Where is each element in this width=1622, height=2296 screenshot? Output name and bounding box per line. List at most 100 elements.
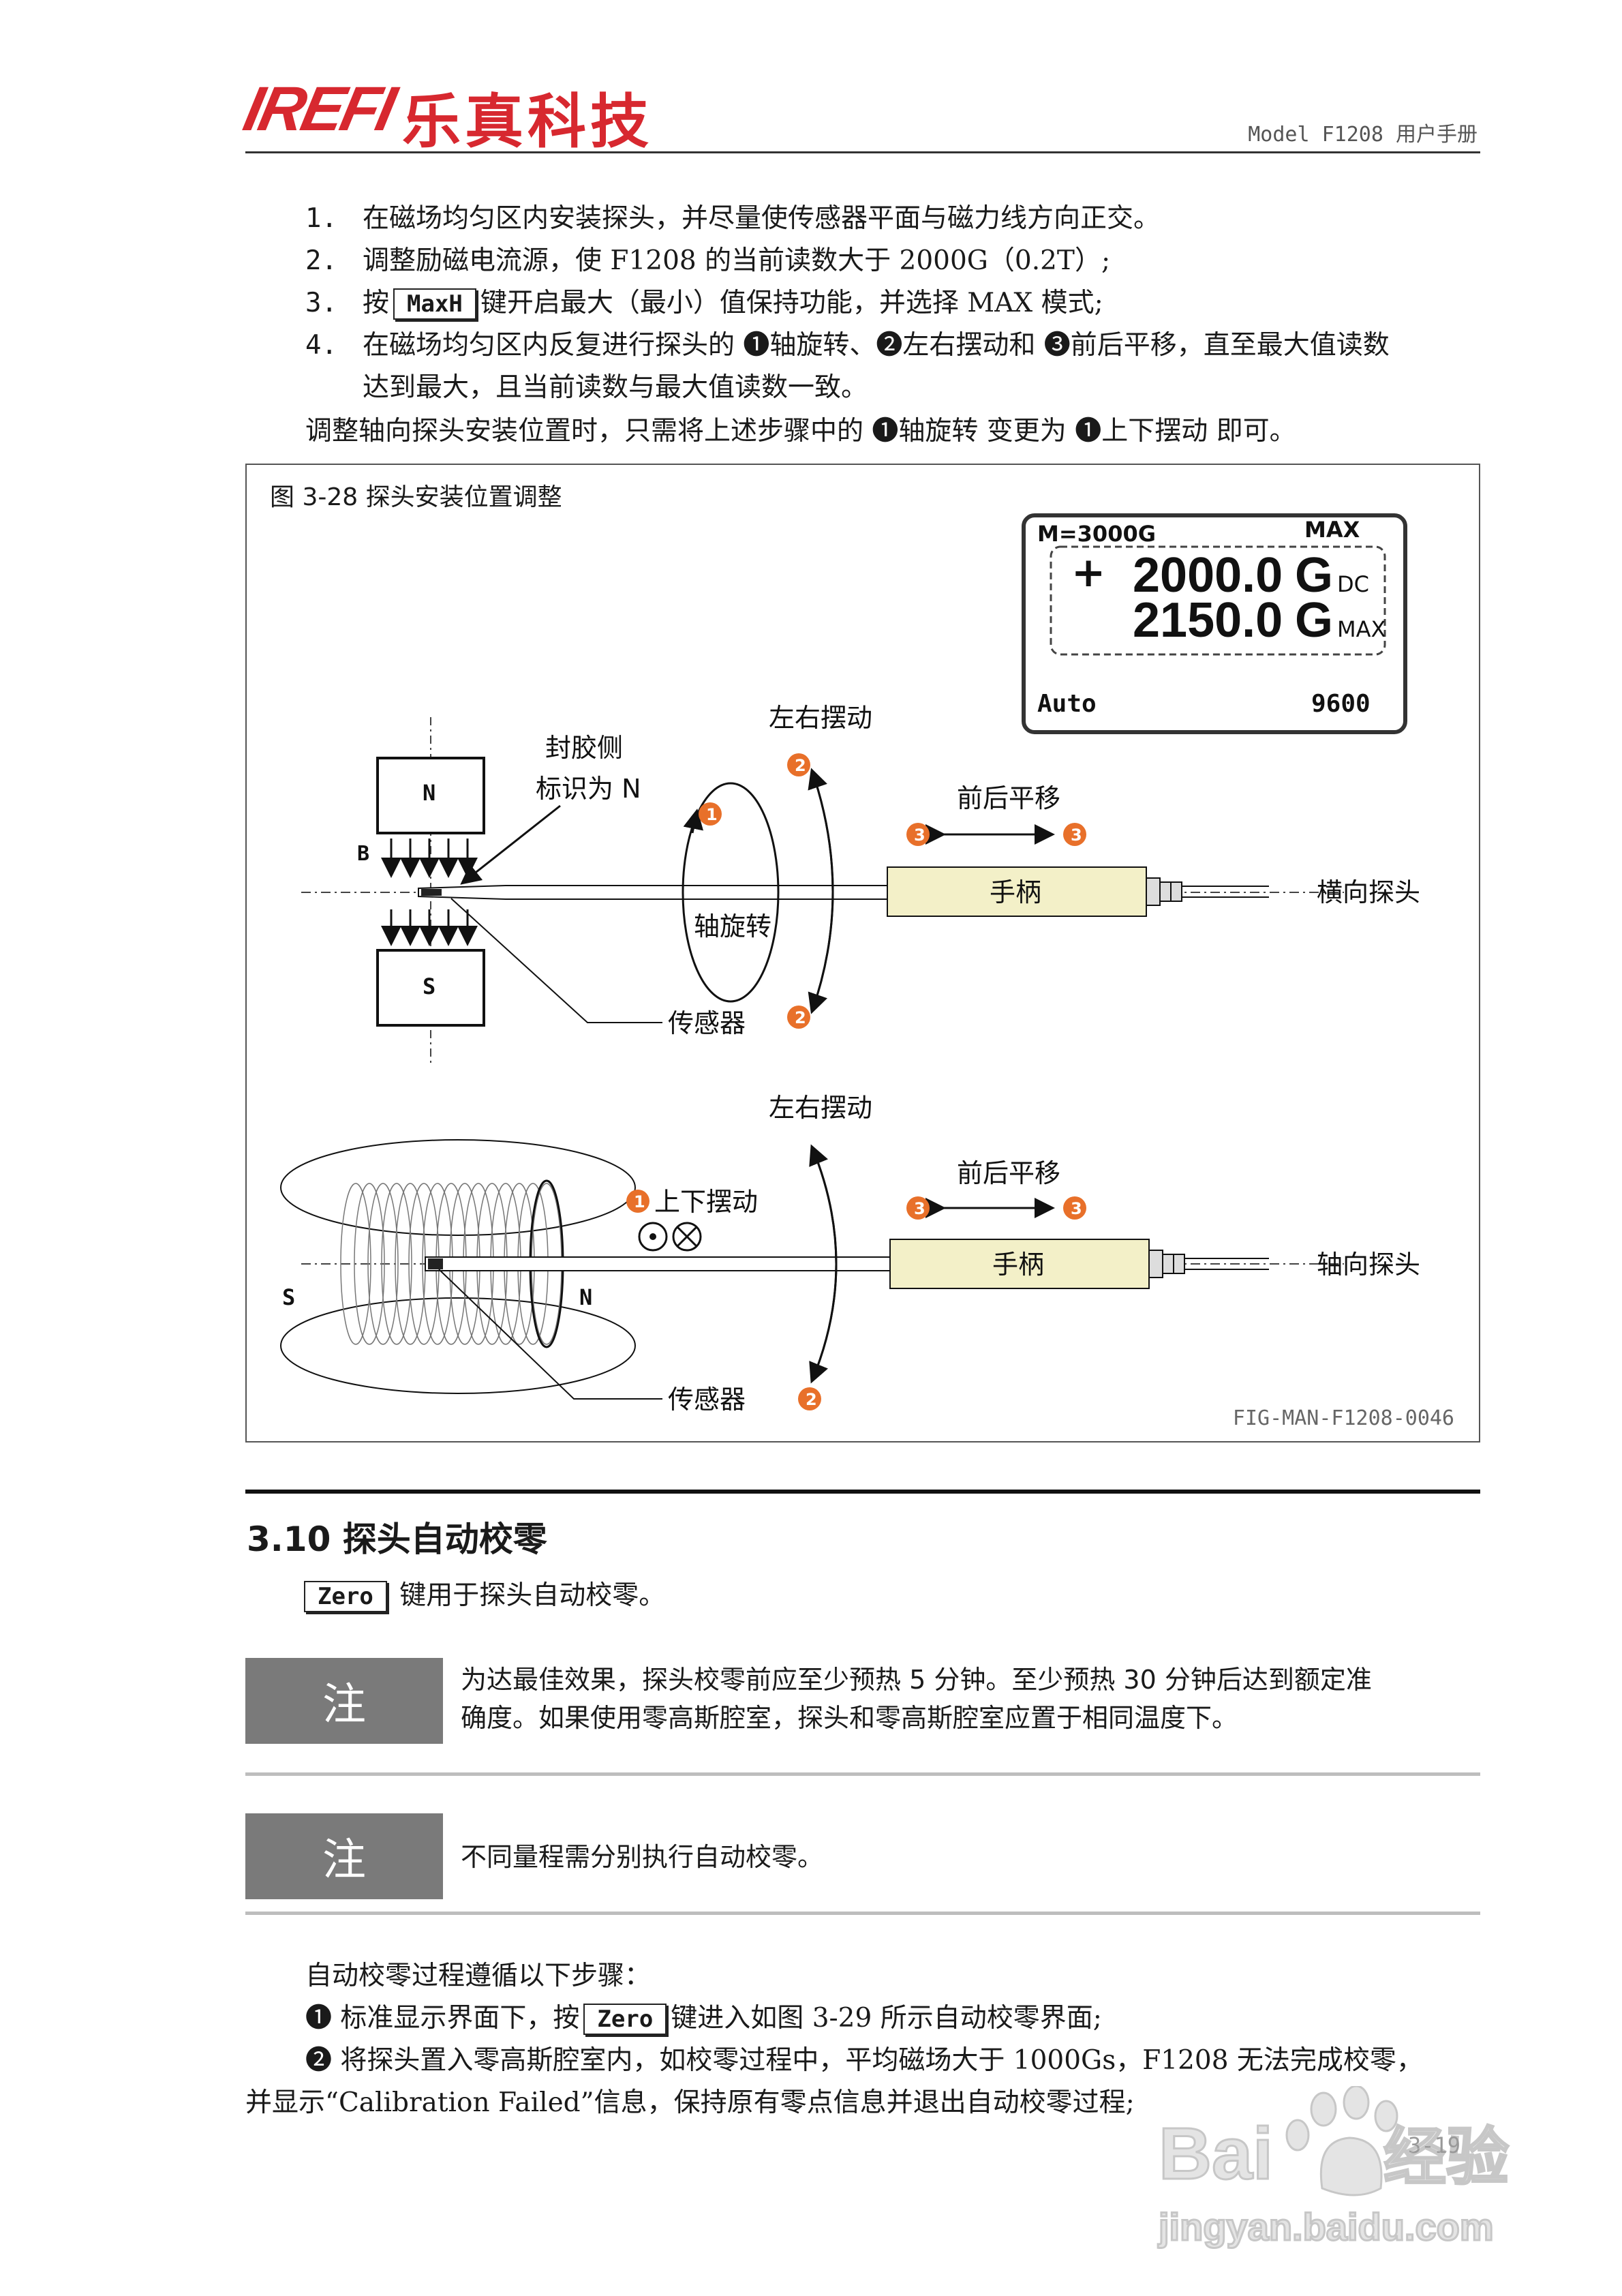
step-list: 1.在磁场均匀区内安装探头，并尽量使传感器平面与磁力线方向正交。 2. 调整励磁电… [305,198,1484,409]
section-rule [245,1490,1480,1494]
proc-step1-post: 键进入如图 3-29 所示自动校零界面; [671,2003,1102,2034]
figure-id: FIG-MAN-F1208-0046 [1233,1406,1454,1430]
out-of-page-icon [638,1222,668,1252]
figure-diagram: M=3000G MAX + 2000.0 G DC 2150.0 G MAX A… [280,513,1454,1430]
section-title: 3.10 探头自动校零 [247,1520,547,1559]
svg-text:2: 2 [795,756,806,775]
step-text: 在磁场均匀区内反复进行探头的 ❶轴旋转、❷左右摆动和 ❸前后平移，直至最大值读数 [363,330,1390,361]
svg-text:3: 3 [1071,826,1082,845]
proc-step1-pre: ❶ 标准显示界面下，按 [305,2003,580,2034]
step-note: 调整轴向探头安装位置时，只需将上述步骤中的 ❶轴旋转 变更为 ❶上下摆动 即可。 [305,416,1296,447]
step-text-cont: 达到最大，且当前读数与最大值读数一致。 [363,372,868,403]
svg-text:jingyan.baidu.com: jingyan.baidu.com [1158,2205,1494,2248]
display-unit-1: G [1295,548,1333,603]
axial-probe-diagram: S N 手柄 轴向探头 1 上下摆动 传感器 左右摆动 2 前后平移 [280,1093,1420,1415]
handle-axial [889,1239,1150,1289]
magnet-north [376,757,485,834]
step-4-cont: 达到最大，且当前读数与最大值读数一致。 [305,367,1484,409]
note-label-1: 注 [245,1658,443,1744]
probe-type-label-axial: 轴向探头 [1317,1250,1420,1280]
header-rule [245,151,1480,153]
svg-text:Bai: Bai [1159,2112,1273,2194]
zero-key-desc: 键用于探头自动校零。 [399,1580,666,1611]
step-text-post: 键开启最大（最小）值保持功能，并选择 MAX 模式; [480,288,1103,318]
step-2: 2. 调整励磁电流源，使 F1208 的当前读数大于 2000G（0.2T）; [305,240,1484,282]
marker-2-axial [798,1387,821,1410]
note-rule-1 [245,1772,1480,1776]
magnet-south [376,949,485,1027]
marker-3-right-axial [1063,1196,1086,1220]
figure-caption: 图 3-28 探头安装位置调整 [270,483,562,511]
step-number: 2. [305,245,337,276]
step-text: 调整励磁电流源，使 F1208 的当前读数大于 2000G（0.2T）; [363,245,1111,276]
marker-3-right [1063,823,1086,846]
page-number: 3-19 [1408,2132,1461,2158]
brand-name-cn: 乐真科技 [402,88,653,156]
svg-text:1: 1 [706,805,718,824]
procedure-step-2-cont: 并显示“Calibration Failed”信息，保持原有零点信息并退出自动校… [245,2087,1135,2118]
display-footer-right: 9600 [1311,690,1371,718]
zero-key: Zero [304,1581,387,1612]
step-number: 3. [305,288,337,318]
baidu-watermark: Bai 经验 jingyan.baidu.com [1157,2086,1510,2250]
header-model: Model F1208 用户手册 [1248,123,1478,147]
zero-key-inline: Zero [583,2004,667,2035]
sensor-label: 传感器 [668,1008,746,1038]
field-b-label: B [357,842,369,866]
swing-label-axial: 左右摆动 [769,1093,872,1123]
display-unit-2: G [1295,593,1333,648]
display-tag-1: DC [1337,571,1369,597]
step-text-pre: 按 [363,288,390,318]
svg-text:3: 3 [914,1199,925,1218]
handle-label-axial: 手柄 [992,1250,1044,1280]
step-1: 1.在磁场均匀区内安装探头，并尽量使传感器平面与磁力线方向正交。 [305,198,1484,240]
zero-key-line: Zero 键用于探头自动校零。 [300,1575,665,1617]
pole-s-label: S [423,973,435,999]
handle [887,866,1147,917]
marker-3-left-axial [906,1196,930,1220]
transverse-probe-diagram: N S B 手柄 横向探头 封胶侧 标识为 N 传感器 轴旋转 [301,703,1420,1065]
updown-label: 上下摆动 [654,1187,758,1217]
marker-3-left [906,823,930,846]
display-sign: + [1071,549,1105,596]
note-text-2: 不同量程需分别执行自动校零。 [461,1842,824,1872]
marker-1 [699,802,722,826]
rotate-label: 轴旋转 [694,911,771,941]
figure-frame [245,464,1480,1442]
procedure-step-2: ❷ 将探头置入零高斯腔室内，如校零过程中，平均磁场大于 1000Gs，F1208… [305,2045,1423,2076]
step-number: 4. [305,330,337,361]
probe-type-label: 横向探头 [1317,877,1420,907]
display-range: M=3000G [1037,521,1156,547]
seal-label-2: 标识为 N [536,774,641,804]
swing-label: 左右摆动 [769,703,872,733]
display-footer-left: Auto [1037,690,1097,718]
note-rule-2 [245,1912,1480,1915]
step-4: 4. 在磁场均匀区内反复进行探头的 ❶轴旋转、❷左右摆动和 ❸前后平移，直至最大值… [305,324,1484,367]
translate-label: 前后平移 [957,783,1060,813]
brand-logo: IREFI [238,74,400,144]
note-text-1: 为达最佳效果，探头校零前应至少预热 5 分钟。至少预热 30 分钟后达到额定准 … [461,1661,1483,1737]
display-mode: MAX [1304,517,1360,543]
pole-n-label: N [423,780,435,806]
translate-label-axial: 前后平移 [957,1158,1060,1188]
display-value-2: 2150.0 [1133,593,1283,648]
marker-1-axial [626,1190,649,1213]
svg-text:1: 1 [634,1192,645,1211]
handle-label: 手柄 [990,877,1041,907]
svg-text:经验: 经验 [1383,2121,1509,2194]
seal-label-1: 封胶侧 [545,733,623,763]
note-label-2: 注 [245,1813,443,1899]
procedure-intro: 自动校零过程遵循以下步骤： [305,1961,652,1991]
display-value-1: 2000.0 [1133,548,1283,603]
marker-2-bottom [787,1006,810,1029]
note-line: 确度。如果使用零高斯腔室，探头和零高斯腔室应置于相同温度下。 [461,1703,1238,1733]
coil-pole-s: S [282,1284,295,1310]
svg-text:2: 2 [806,1390,817,1409]
sensor-label-axial: 传感器 [668,1385,746,1415]
step-number: 1. [305,203,337,234]
note-line: 为达最佳效果，探头校零前应至少预热 5 分钟。至少预热 30 分钟后达到额定准 [461,1665,1372,1695]
marker-2-top [787,753,810,776]
